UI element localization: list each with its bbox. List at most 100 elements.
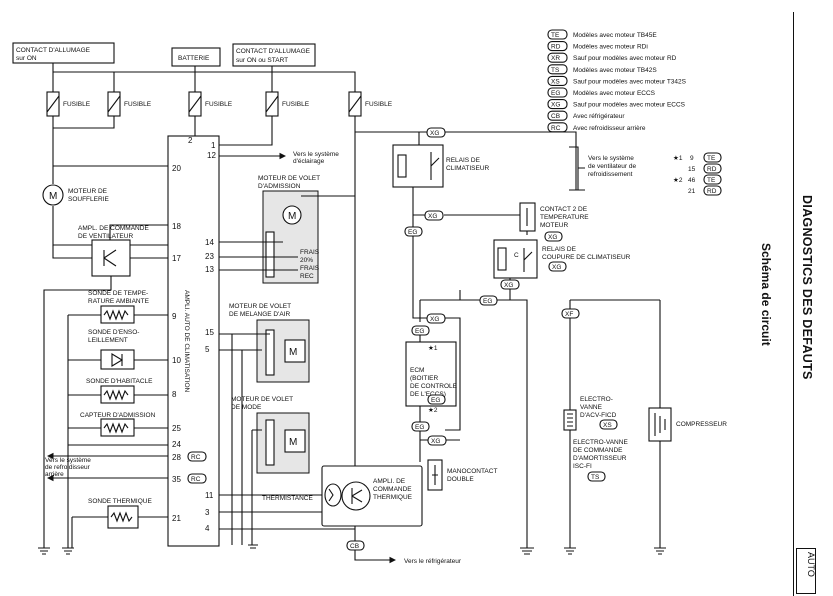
cb-tag: CB [346,540,365,551]
page-title: DIAGNOSTICS DES DEFAUTS [800,195,814,380]
ignition-switch-on-box: CONTACT D'ALLUMAGE sur ON [12,42,115,64]
svg-text:SONDE D'HABITACLE: SONDE D'HABITACLE [86,378,153,385]
svg-text:MANOCONTACT: MANOCONTACT [447,468,497,475]
ac-cut-relay: C RELAIS DE COUPURE DE CLIMATISEUR XG [493,239,631,279]
svg-text:FUSIBLE: FUSIBLE [124,101,152,108]
dual-pressure-switch: MANOCONTACT DOUBLE [427,459,497,491]
svg-text:RELAIS DE: RELAIS DE [446,157,481,164]
svg-text:21: 21 [688,188,696,195]
svg-text:EG: EG [431,397,440,404]
svg-text:ELECTRO-: ELECTRO- [580,396,613,403]
svg-text:11: 11 [205,491,214,500]
svg-text:RD: RD [707,188,717,195]
svg-text:25: 25 [172,424,181,433]
xg-tag-3: XG [500,279,520,290]
eg-tag-3: EG [411,325,430,336]
ac-relay: RELAIS DE CLIMATISEUR [392,144,490,188]
svg-text:DE L'ECCS): DE L'ECCS) [410,391,446,398]
svg-text:COMPRESSEUR: COMPRESSEUR [676,421,727,428]
svg-text:EG: EG [408,229,417,236]
svg-text:FRAIS: FRAIS [300,249,320,256]
svg-text:★2: ★2 [428,406,438,414]
svg-text:3: 3 [205,508,210,517]
svg-text:21: 21 [172,514,181,523]
svg-text:THERMISTANCE: THERMISTANCE [262,495,313,502]
svg-text:XG: XG [430,316,439,323]
svg-text:TE: TE [707,155,716,162]
svg-text:1: 1 [211,141,216,150]
svg-text:FRAIS: FRAIS [300,265,320,272]
thermal-sensor: SONDE THERMIQUE [88,498,152,529]
xg-tag-1: XG [426,127,446,138]
svg-text:35: 35 [172,475,181,484]
svg-text:DE MODE: DE MODE [231,404,262,411]
battery-box: BATTERIE [171,47,221,67]
svg-text:D'AMORTISSEUR: D'AMORTISSEUR [573,455,627,462]
svg-text:M: M [288,211,296,222]
legend-code-badge [547,52,568,63]
legend-code: RD [551,44,561,51]
svg-text:9: 9 [690,155,694,162]
svg-text:MOTEUR DE VOLET: MOTEUR DE VOLET [258,175,320,182]
svg-text:Vers le système: Vers le système [45,457,91,464]
compressor: COMPRESSEUR [648,407,727,442]
svg-text:★1: ★1 [428,344,438,352]
svg-text:MOTEUR: MOTEUR [540,222,568,229]
legend-code: TE [551,32,560,39]
svg-text:8: 8 [172,390,177,399]
svg-text:FUSIBLE: FUSIBLE [365,101,393,108]
legend-text: Modèles avec moteur ECCS [573,90,656,97]
svg-text:MOTEUR DE VOLET: MOTEUR DE VOLET [229,303,291,310]
mode-door-motor: MOTEUR DE VOLET DE MODE M [231,396,310,474]
svg-text:REC: REC [300,273,314,280]
legend-code-badge [547,29,568,40]
blower-motor: M MOTEUR DE SOUFFLERIE [42,184,109,206]
auto-tab[interactable] [796,548,816,594]
svg-text:ELECTRO-VANNE: ELECTRO-VANNE [573,439,628,446]
svg-text:sur ON: sur ON [16,55,37,62]
fuse-2: FUSIBLE [107,91,152,117]
eg-tag-2: EG [479,295,498,306]
thermal-control-amp: THERMISTANCE AMPLI. DE COMMANDE THERMIQU… [262,465,423,527]
svg-text:XG: XG [428,213,437,220]
eg-tag-1: EG [404,226,423,237]
svg-text:de ventilateur de: de ventilateur de [588,163,636,170]
svg-text:CONTACT D'ALLUMAGE: CONTACT D'ALLUMAGE [16,47,91,54]
svg-text:20%: 20% [300,257,313,264]
pin-notes: ★1 9 TE 15 RD ★2 46 TE 21 RD [673,152,722,196]
svg-text:13: 13 [205,265,214,274]
svg-text:EG: EG [415,424,424,431]
page-sidebar-rule [793,12,794,596]
svg-text:CB: CB [350,543,359,550]
svg-text:RC: RC [191,454,201,461]
legend-code-badge [547,122,568,133]
auto-ac-amplifier-label: AMPLI. AUTO DE CLIMATISATION [183,290,190,393]
svg-text:FUSIBLE: FUSIBLE [205,101,233,108]
svg-text:14: 14 [205,238,214,247]
legend-code: RC [551,125,561,132]
svg-text:MOTEUR DE: MOTEUR DE [68,188,108,195]
svg-text:SONDE DE TEMPE-: SONDE DE TEMPE- [88,290,148,297]
svg-text:18: 18 [172,222,181,231]
isc-valve: ELECTRO-VANNE DE COMMANDE D'AMORTISSEUR … [573,439,628,482]
svg-text:DE CONTROLE: DE CONTROLE [410,383,458,390]
svg-text:XG: XG [548,234,557,241]
svg-text:5: 5 [205,345,210,354]
svg-text:D'ADMISSION: D'ADMISSION [258,183,301,190]
sunload-sensor: SONDE D'ENSO- LEILLEMENT [88,329,139,370]
legend-code-badge [547,64,568,75]
legend-code: XS [551,78,560,85]
legend-code-badge [547,41,568,52]
svg-text:MOTEUR DE VOLET: MOTEUR DE VOLET [231,396,293,403]
svg-text:TE: TE [707,177,716,184]
cabin-sensor: SONDE D'HABITACLE [86,378,153,404]
engine-temp-switch: CONTACT 2 DE TEMPERATURE MOTEUR XG [519,202,589,242]
xf-tag: XF [561,308,580,319]
svg-text:AMPLI. DE: AMPLI. DE [373,478,406,485]
svg-text:20: 20 [172,164,181,173]
svg-text:d'éclairage: d'éclairage [293,158,325,165]
svg-text:VANNE: VANNE [580,404,603,411]
svg-text:TS: TS [591,474,600,481]
fuse-1: FUSIBLE [46,91,91,117]
svg-text:Vers le réfrigérateur: Vers le réfrigérateur [404,558,462,565]
